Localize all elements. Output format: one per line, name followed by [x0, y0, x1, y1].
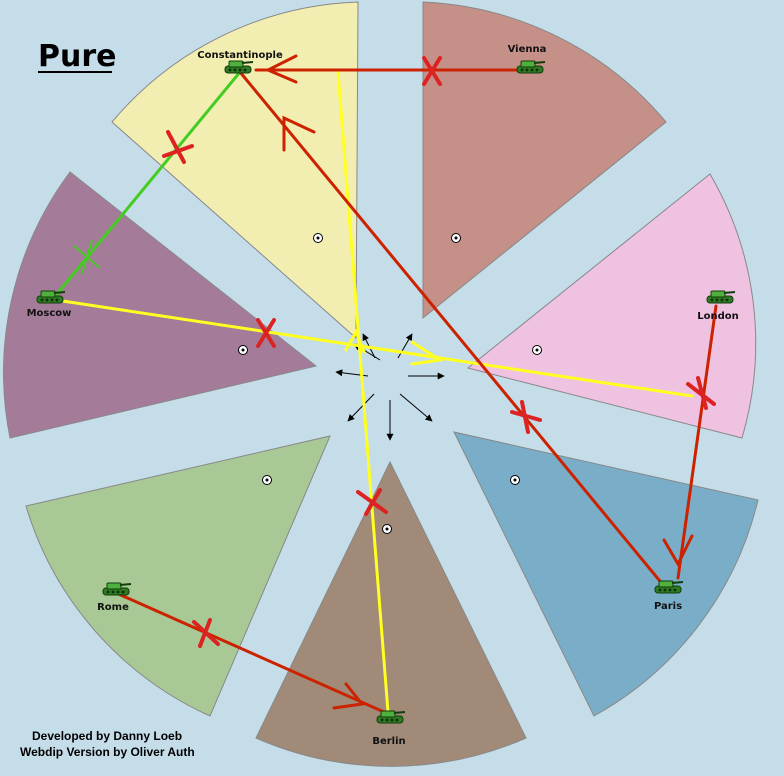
order-london-move — [676, 304, 718, 580]
army-icon[interactable] — [224, 60, 254, 74]
supply-center-icon — [451, 233, 461, 243]
territory-berlin[interactable] — [255, 460, 527, 767]
supply-center-icon — [262, 475, 272, 485]
label-vienna: Vienna — [508, 44, 547, 55]
territory-constantinople[interactable] — [111, 1, 359, 340]
army-icon[interactable] — [102, 582, 132, 596]
order-lines — [50, 54, 718, 714]
label-constantinople: Constantinople — [197, 50, 283, 61]
label-paris: Paris — [654, 601, 682, 612]
supply-center-icon — [382, 524, 392, 534]
supply-center-icon — [313, 233, 323, 243]
label-london: London — [697, 311, 739, 322]
map-title: Pure — [38, 39, 117, 74]
army-icon[interactable] — [36, 290, 66, 304]
credit-webdip: Webdip Version by Oliver Auth — [20, 745, 195, 759]
territory-vienna[interactable] — [422, 1, 667, 320]
label-moscow: Moscow — [27, 308, 72, 319]
supply-center-icon — [238, 345, 248, 355]
supply-center-icon — [510, 475, 520, 485]
credit-developer: Developed by Danny Loeb — [32, 729, 182, 743]
order-paris-move — [238, 70, 666, 588]
order-moscow-support — [54, 298, 694, 398]
label-rome: Rome — [97, 602, 129, 613]
cutoff-mark — [73, 239, 101, 275]
supply-center-icon — [532, 345, 542, 355]
order-berlin-support — [336, 70, 390, 714]
territory-moscow[interactable] — [3, 171, 318, 439]
order-rome-move — [112, 590, 386, 714]
territory-rome[interactable] — [25, 435, 331, 717]
army-icon[interactable] — [654, 580, 684, 594]
label-berlin: Berlin — [372, 736, 405, 747]
territory-paris[interactable] — [453, 431, 759, 717]
army-icon[interactable] — [376, 710, 406, 724]
order-constantinople-line — [50, 70, 242, 302]
army-icon[interactable] — [706, 290, 736, 304]
army-icon[interactable] — [516, 60, 546, 74]
failed-order-marks — [162, 56, 716, 648]
